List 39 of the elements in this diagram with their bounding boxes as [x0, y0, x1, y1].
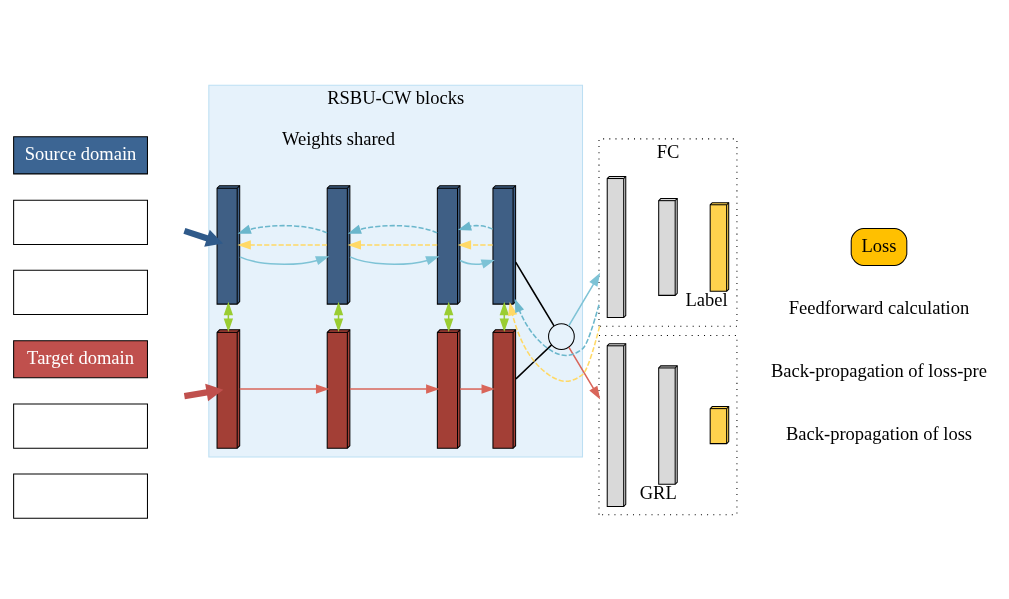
arrow: [347, 239, 438, 250]
node-box: Source domain: [12, 135, 148, 174]
arrow: [348, 255, 439, 265]
node-box: [12, 472, 148, 519]
legend-label: Back-propagation of loss-pre: [770, 359, 987, 381]
arrow: [238, 383, 329, 394]
node-label: GRL: [639, 481, 677, 503]
arrow: [457, 221, 493, 230]
node-label: Label: [684, 288, 728, 310]
node-box: Loss: [850, 227, 907, 266]
arrow: [183, 383, 223, 401]
node-box: Target domain: [12, 339, 148, 378]
arrow: [457, 239, 493, 250]
arrow: [236, 239, 328, 250]
legend-label: Back-propagation of loss: [785, 422, 972, 444]
cluster: [597, 334, 737, 515]
node-box: [12, 402, 148, 449]
connector: [514, 260, 555, 327]
arrow: [458, 383, 495, 394]
node-box: [12, 199, 148, 245]
arrow: [443, 301, 453, 332]
arrow: [347, 224, 438, 234]
arrow: [238, 255, 329, 265]
arrow: [348, 383, 439, 394]
arrow: [182, 227, 223, 247]
arrow: [567, 272, 600, 327]
arrow: [458, 259, 495, 268]
arrow: [333, 301, 343, 332]
connector: [514, 343, 552, 380]
arrow: [237, 224, 328, 234]
arrow: [223, 301, 233, 332]
arrow: [567, 346, 600, 400]
legend-label: Feedforward calculation: [788, 296, 969, 318]
node-circle: [547, 322, 575, 350]
arrow: [507, 301, 600, 382]
label: Weights shared: [281, 127, 395, 149]
arrow: [514, 298, 600, 356]
node-box: [12, 269, 148, 315]
arrow: [499, 301, 509, 332]
